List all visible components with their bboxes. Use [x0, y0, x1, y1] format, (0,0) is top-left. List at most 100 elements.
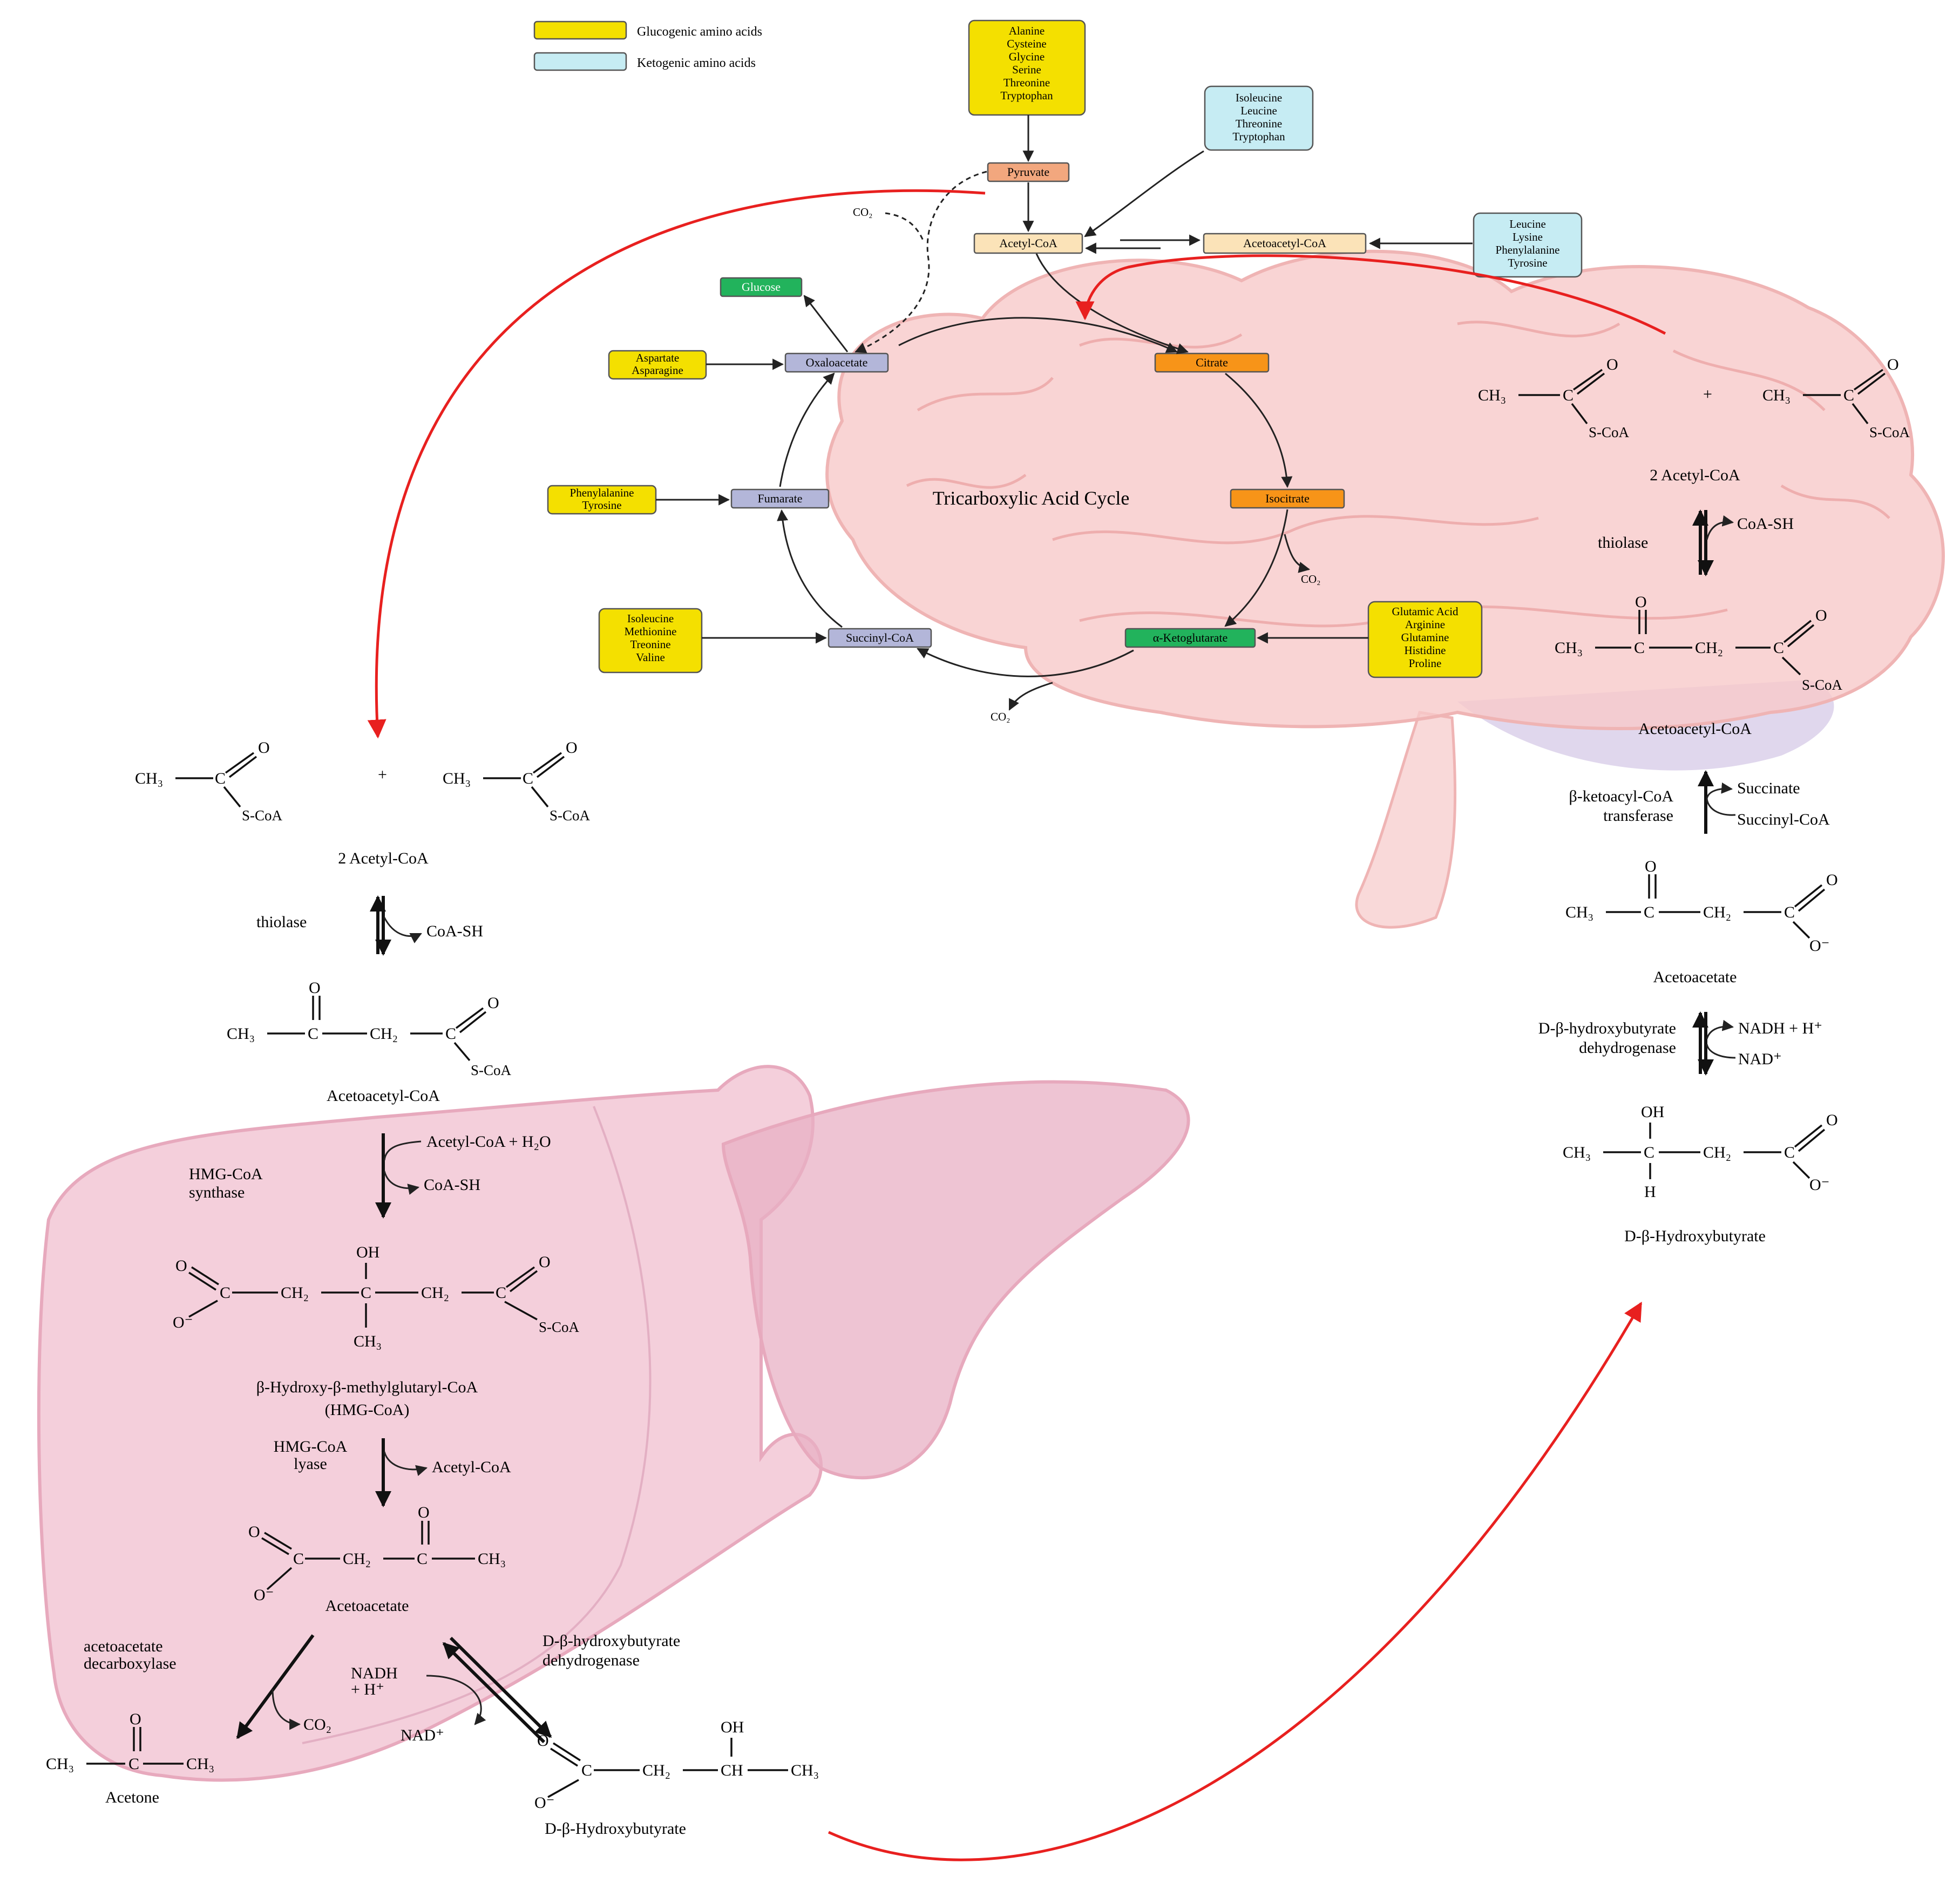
svg-text:H: H [1644, 1183, 1656, 1201]
brain-succinyl-in [1706, 798, 1736, 816]
svg-text:CH₃: CH₃ [1563, 1144, 1591, 1161]
liver-acetoacetate-name: Acetoacetate [325, 1597, 409, 1615]
svg-text:C: C [1634, 639, 1645, 657]
brain-succinate-label: Succinate [1737, 779, 1800, 797]
liver-nadh-label: NADH+ H⁺ [351, 1664, 398, 1698]
liver-coa-sh-1: CoA-SH [426, 922, 483, 940]
text-line: (HMG-CoA) [325, 1401, 410, 1419]
citrate-box [1154, 352, 1270, 373]
legend-swatch-glucogenic [533, 21, 627, 40]
fumarate-label: Fumarate [757, 492, 802, 505]
text-line: Glycine [1009, 50, 1045, 63]
text-line: dehydrogenase [542, 1651, 640, 1669]
liver-acetoacetate: O C O⁻ CH₂ C O CH₃ [248, 1504, 506, 1604]
brain-pathway: CH₃ C O S-CoA + CH₃ C O S-CoA 2 Acetyl-C… [1478, 356, 1910, 1245]
brain-acetoacetyl-coa: CH₃ C O CH₂ C O S-CoA [1555, 593, 1843, 693]
pyruvate-label: Pyruvate [1007, 165, 1049, 179]
text-line: acetoacetate [84, 1637, 163, 1655]
aa-box-ketogenic-right [1204, 85, 1314, 151]
arrow-oxaloacetate-to-citrate [898, 317, 1178, 353]
svg-text:CH₃: CH₃ [1555, 639, 1583, 657]
svg-text:C: C [128, 1755, 139, 1773]
text-line: Methionine [625, 625, 677, 638]
legend-swatch-ketogenic [533, 52, 627, 71]
text-line: decarboxylase [84, 1655, 177, 1672]
svg-text:CH₃: CH₃ [186, 1755, 214, 1773]
liver-acetone: CH₃ C O CH₃ [46, 1710, 214, 1773]
brain-plus: + [1703, 385, 1712, 403]
brain-nad-label: NAD⁺ [1738, 1050, 1782, 1068]
liver-hmg-coa-name: β-Hydroxy-β-methylglutaryl-CoA(HMG-CoA) [256, 1378, 478, 1419]
text-line: Glutamic Acid [1392, 605, 1459, 618]
brain-thiolase-label: thiolase [1598, 534, 1648, 552]
svg-text:O: O [258, 739, 270, 757]
text-line: Phenylalanine [570, 486, 634, 499]
brain-succinate-out [1706, 782, 1733, 799]
arrow-isocitrate-to-akg [1224, 509, 1288, 627]
svg-text:S-CoA: S-CoA [1869, 424, 1910, 440]
liver-hydroxybutyrate-name: D-β-Hydroxybutyrate [545, 1820, 686, 1838]
succinyl-coa-label: Succinyl-CoA [846, 631, 914, 644]
svg-text:C: C [308, 1025, 318, 1043]
svg-text:C: C [523, 770, 533, 787]
brain-hydroxybutyrate: CH₃ C OH H CH₂ C O O⁻ [1563, 1103, 1838, 1201]
svg-text:CH₃: CH₃ [443, 770, 471, 787]
svg-text:CH₂: CH₂ [343, 1550, 371, 1568]
text-line: HMG-CoA [274, 1438, 348, 1456]
arrow-keto-to-acetyl [1084, 150, 1204, 237]
text-line: Alanine [1009, 24, 1045, 37]
liver-acetyl-coa-2: CH₃ C O S-CoA [443, 739, 591, 824]
tca-title: Tricarboxylic Acid Cycle [933, 487, 1130, 509]
arrow-akg-to-succinyl [917, 648, 1134, 677]
text-line: Tyrosine [582, 499, 621, 512]
liver-silhouette [37, 1065, 1190, 1782]
liver-plus: + [378, 766, 387, 784]
svg-text:CH₂: CH₂ [1703, 903, 1731, 921]
succinyl-coa-box [828, 628, 932, 648]
svg-text:O: O [1887, 356, 1899, 373]
brain-acetoacetate: CH₃ C O CH₂ C O O⁻ [1565, 858, 1838, 955]
svg-text:C: C [445, 1025, 456, 1043]
text-line: Isoleucine [1236, 91, 1282, 104]
svg-text:C: C [581, 1762, 592, 1779]
svg-text:O: O [175, 1257, 187, 1275]
arrow-citrate-to-isocitrate [1225, 372, 1293, 488]
text-line: Valine [636, 651, 665, 664]
svg-text:CH: CH [721, 1762, 743, 1779]
svg-text:C: C [1644, 903, 1654, 921]
text-line: Tryptophan [1000, 89, 1053, 102]
liver-lyase-out [383, 1451, 428, 1477]
liver-pathway: CH₃ C O S-CoA + CH₃ C O S-CoA 2 Acetyl-C… [46, 739, 819, 1838]
text-line: Arginine [1405, 618, 1445, 631]
aa-box-isoleucine [598, 608, 703, 674]
svg-text:C: C [1773, 639, 1784, 657]
text-line: Leucine [1509, 217, 1546, 230]
brain-acetyl-coa-name: 2 Acetyl-CoA [1650, 466, 1740, 484]
text-line: Leucine [1240, 104, 1277, 117]
svg-text:S-CoA: S-CoA [1802, 677, 1843, 693]
svg-text:CH₃: CH₃ [354, 1332, 382, 1350]
svg-text:O: O [566, 739, 578, 757]
arrow-oxaloacetate-to-glucose [803, 295, 849, 352]
brain-thiolase-side [1706, 515, 1734, 540]
svg-text:CH₂: CH₂ [642, 1762, 670, 1779]
liver-co2-label: CO₂ [303, 1716, 331, 1733]
liver-dehydrogenase-forward [449, 1636, 552, 1738]
liver-acetyl-coa-name: 2 Acetyl-CoA [338, 849, 429, 867]
svg-text:S-CoA: S-CoA [550, 807, 591, 824]
svg-text:O: O [1826, 1111, 1838, 1129]
svg-text:S-CoA: S-CoA [1589, 424, 1630, 440]
citrate-label: Citrate [1196, 356, 1228, 369]
brain-succinyl-coa-label: Succinyl-CoA [1737, 811, 1830, 828]
liver-decarboxylase-arrow [236, 1634, 315, 1739]
liver-acetoacetyl-coa: CH₃ C O CH₂ C O S-CoA [227, 979, 512, 1078]
liver-acetoacetyl-coa-name: Acetoacetyl-CoA [327, 1087, 440, 1105]
svg-text:O: O [130, 1710, 141, 1728]
liver-hydroxybutyrate: O C O⁻ CH₂ CH OH CH₃ [534, 1718, 819, 1812]
liver-acetyl-out: Acetyl-CoA [432, 1458, 511, 1476]
